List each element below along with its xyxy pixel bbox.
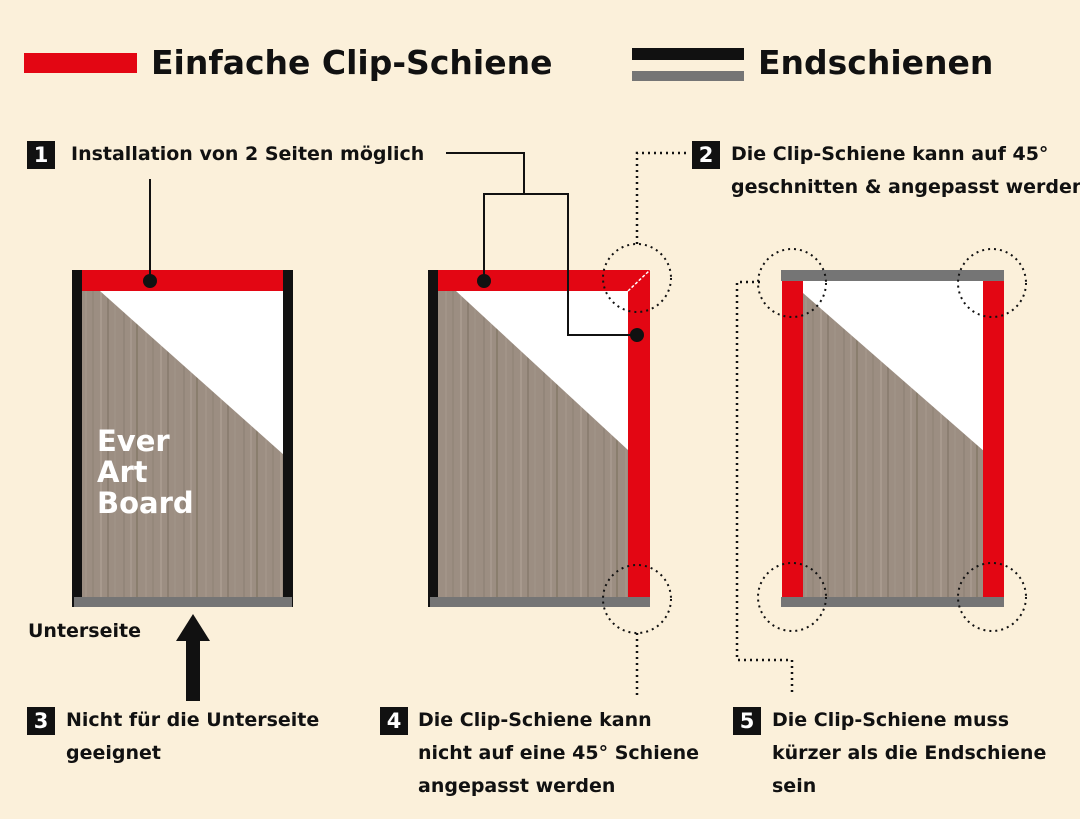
note-5-line-1: Die Clip-Schiene muss — [772, 709, 1010, 731]
board-2-left-end-rail — [428, 270, 438, 607]
note-5-badge: 5 — [733, 707, 761, 735]
board-1-top-clip-rail — [80, 270, 284, 291]
board-3-left-clip-rail — [782, 281, 803, 597]
note-2-badge: 2 — [692, 141, 720, 169]
up-arrow-icon — [176, 614, 210, 701]
board-2-corner-circle-bottom — [602, 564, 672, 634]
board-1-bottom-rail — [74, 597, 292, 607]
board-2-corner-circle-top — [602, 243, 672, 313]
board-2-top-clip-rail — [436, 270, 650, 291]
note-5-line-3: sein — [772, 775, 817, 797]
note-5-text: Die Clip-Schiene muss kürzer als die End… — [772, 704, 1046, 803]
board-1 — [72, 179, 293, 607]
note-1-text: Installation von 2 Seiten möglich — [71, 138, 424, 171]
note-4-line-3: angepasst werden — [418, 775, 616, 797]
brand-logo-text: Ever Art Board — [97, 426, 194, 519]
note-4-text: Die Clip-Schiene kann nicht auf eine 45°… — [418, 704, 699, 803]
note-4-line-2: nicht auf eine 45° Schiene — [418, 742, 700, 764]
note-2-connector — [635, 151, 686, 244]
legend-end-rails-label: Endschienen — [758, 43, 994, 82]
note-3-line-1: Nicht für die Unterseite — [66, 709, 320, 731]
board-2-right-clip-rail — [628, 270, 650, 597]
note-1-connector-right — [524, 193, 637, 336]
note-1-badge: 1 — [27, 141, 55, 169]
note-5-connector — [735, 280, 794, 696]
board-3-corner-circle-br — [957, 562, 1027, 632]
note-3-text: Nicht für die Unterseite geeignet — [66, 704, 319, 770]
note-2-line-2: geschnitten & angepasst werden — [731, 176, 1080, 198]
clip-rail-swatch — [24, 53, 137, 73]
note-3-badge: 3 — [27, 707, 55, 735]
board-2 — [428, 243, 672, 634]
board-3 — [757, 248, 1027, 632]
brand-line-2: Art — [97, 455, 148, 489]
board-3-top-end-rail — [781, 270, 1004, 281]
bottom-side-label: Unterseite — [28, 620, 141, 642]
note-2-line-1: Die Clip-Schiene kann auf 45° — [731, 143, 1049, 165]
board-1-right-end-rail — [283, 270, 293, 607]
board-3-corner-circle-bl — [757, 562, 827, 632]
note-1-line-1: Installation von 2 Seiten möglich — [71, 143, 425, 165]
note-5-line-2: kürzer als die Endschiene — [772, 742, 1047, 764]
board-3-corner-circle-tl — [757, 248, 827, 318]
end-rail-swatch-grey — [632, 71, 744, 81]
note-2-text: Die Clip-Schiene kann auf 45° geschnitte… — [731, 138, 1080, 204]
brand-line-3: Board — [97, 486, 194, 520]
brand-line-1: Ever — [97, 424, 170, 458]
board-3-right-clip-rail — [983, 281, 1004, 597]
note-4-line-1: Die Clip-Schiene kann — [418, 709, 652, 731]
board-3-bottom-end-rail — [781, 597, 1004, 607]
note-1-connector — [446, 152, 525, 281]
note-4-badge: 4 — [380, 707, 408, 735]
board-1-left-end-rail — [72, 270, 82, 607]
end-rail-swatch-black — [632, 48, 744, 60]
legend-clip-rail-label: Einfache Clip-Schiene — [151, 43, 553, 82]
board-3-corner-circle-tr — [957, 248, 1027, 318]
note-3-line-2: geeignet — [66, 742, 161, 764]
board-2-bottom-rail — [430, 597, 650, 607]
